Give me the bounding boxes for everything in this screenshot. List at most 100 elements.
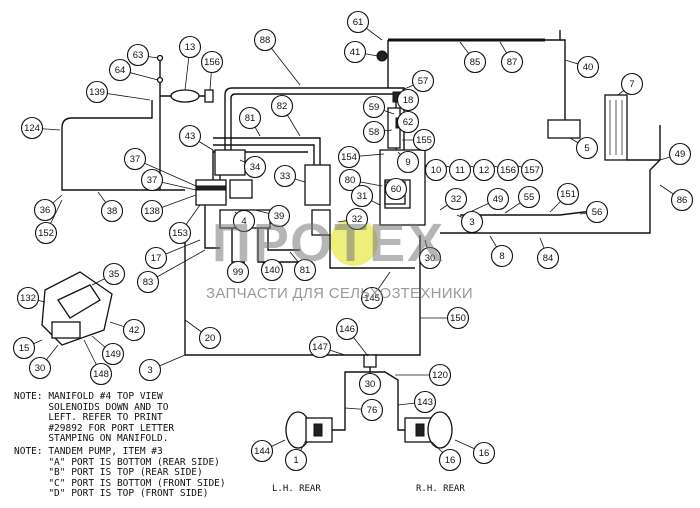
callout-140: 140 [260, 258, 284, 282]
callout-number: 49 [493, 194, 504, 205]
tee-15 [363, 354, 377, 368]
callout-number: 3 [147, 365, 152, 376]
callout-20: 20 [198, 326, 222, 350]
callout-number: 17 [151, 253, 162, 264]
callout-144: 144 [250, 439, 274, 463]
callout-number: 99 [233, 267, 244, 278]
callout-number: 32 [451, 194, 462, 205]
callout-number: 138 [144, 206, 160, 217]
callout-156: 156 [200, 50, 224, 74]
callout-62: 62 [396, 110, 420, 134]
callout-16: 16 [438, 448, 462, 472]
callout-3: 3 [460, 210, 484, 234]
callout-13: 13 [178, 35, 202, 59]
callout-82: 82 [270, 94, 294, 118]
callout-99: 99 [226, 260, 250, 284]
callout-3: 3 [138, 358, 162, 382]
callout-number: 20 [205, 333, 216, 344]
callout-number: 40 [583, 62, 594, 73]
callout-11: 11 [448, 158, 472, 182]
callout-number: 157 [524, 165, 540, 176]
callout-132: 132 [16, 286, 40, 310]
callout-number: 39 [274, 211, 285, 222]
callout-number: 57 [418, 76, 429, 87]
callout-155: 155 [412, 128, 436, 152]
callout-number: 156 [500, 165, 516, 176]
fitting-41 [376, 50, 388, 62]
callout-number: 34 [250, 162, 261, 173]
callout-146: 146 [335, 317, 359, 341]
callout-number: 63 [133, 50, 144, 61]
callout-145: 145 [360, 286, 384, 310]
callout-number: 120 [432, 370, 448, 381]
callout-number: 143 [417, 397, 433, 408]
callout-149: 149 [101, 342, 125, 366]
callout-153: 153 [168, 221, 192, 245]
callout-number: 132 [20, 293, 36, 304]
callout-number: 87 [507, 57, 518, 68]
callout-15: 15 [12, 336, 36, 360]
note-tandem-pump: NOTE: TANDEM PUMP, ITEM #3 "A" PORT IS B… [14, 446, 226, 499]
callout-number: 30 [425, 253, 436, 264]
callout-number: 31 [357, 191, 368, 202]
callout-number: 152 [38, 228, 54, 239]
callout-number: 55 [524, 192, 535, 203]
callout-12: 12 [472, 158, 496, 182]
callout-64: 64 [108, 58, 132, 82]
label-rh-rear: R.H. REAR [416, 484, 465, 494]
callout-number: 155 [416, 135, 432, 146]
callout-49: 49 [668, 142, 692, 166]
callout-number: 37 [147, 175, 158, 186]
callout-number: 64 [115, 65, 126, 76]
callout-number: 146 [339, 324, 355, 335]
callout-number: 153 [172, 228, 188, 239]
callout-34: 34 [243, 155, 267, 179]
callout-number: 7 [629, 79, 634, 90]
callout-number: 9 [405, 157, 410, 168]
callout-number: 61 [353, 17, 364, 28]
callout-number: 85 [470, 57, 481, 68]
callout-leader [134, 158, 197, 187]
callout-number: 80 [345, 175, 356, 186]
callout-157: 157 [520, 158, 544, 182]
callout-number: 36 [40, 205, 51, 216]
callout-number: 86 [677, 195, 688, 206]
callout-number: 83 [143, 277, 154, 288]
callout-16: 16 [472, 441, 496, 465]
note-manifold: NOTE: MANIFOLD #4 TOP VIEW SOLENOIDS DOW… [14, 391, 175, 444]
callout-number: 33 [280, 171, 291, 182]
callout-38: 38 [100, 199, 124, 223]
callout-30: 30 [28, 356, 52, 380]
callout-number: 8 [499, 251, 504, 262]
manifold-4 [195, 179, 227, 206]
callout-120: 120 [428, 363, 452, 387]
filter-13 [170, 89, 200, 103]
callout-87: 87 [500, 50, 524, 74]
callout-number: 145 [364, 293, 380, 304]
callout-76: 76 [360, 398, 384, 422]
callout-81: 81 [238, 106, 262, 130]
callout-61: 61 [346, 10, 370, 34]
callout-10: 10 [424, 158, 448, 182]
callout-number: 81 [245, 113, 256, 124]
callout-number: 15 [19, 343, 30, 354]
callout-1: 1 [284, 448, 308, 472]
callout-43: 43 [178, 124, 202, 148]
callout-number: 3 [469, 217, 474, 228]
callout-88: 88 [253, 28, 277, 52]
callout-number: 4 [241, 216, 246, 227]
callout-152: 152 [34, 221, 58, 245]
callout-156: 156 [496, 158, 520, 182]
callout-number: 30 [35, 363, 46, 374]
callout-number: 58 [369, 127, 380, 138]
callout-number: 60 [391, 184, 402, 195]
callout-41: 41 [343, 40, 367, 64]
callout-number: 76 [367, 405, 378, 416]
watermark-text: ЗАПЧАСТИ ДЛЯ СЕЛЬХОЗТЕХНИКИ [206, 285, 473, 302]
callout-number: 154 [341, 152, 357, 163]
callout-number: 10 [431, 165, 442, 176]
callout-number: 32 [352, 214, 363, 225]
callout-number: 82 [277, 101, 288, 112]
callout-number: 88 [260, 35, 271, 46]
callout-81: 81 [293, 258, 317, 282]
